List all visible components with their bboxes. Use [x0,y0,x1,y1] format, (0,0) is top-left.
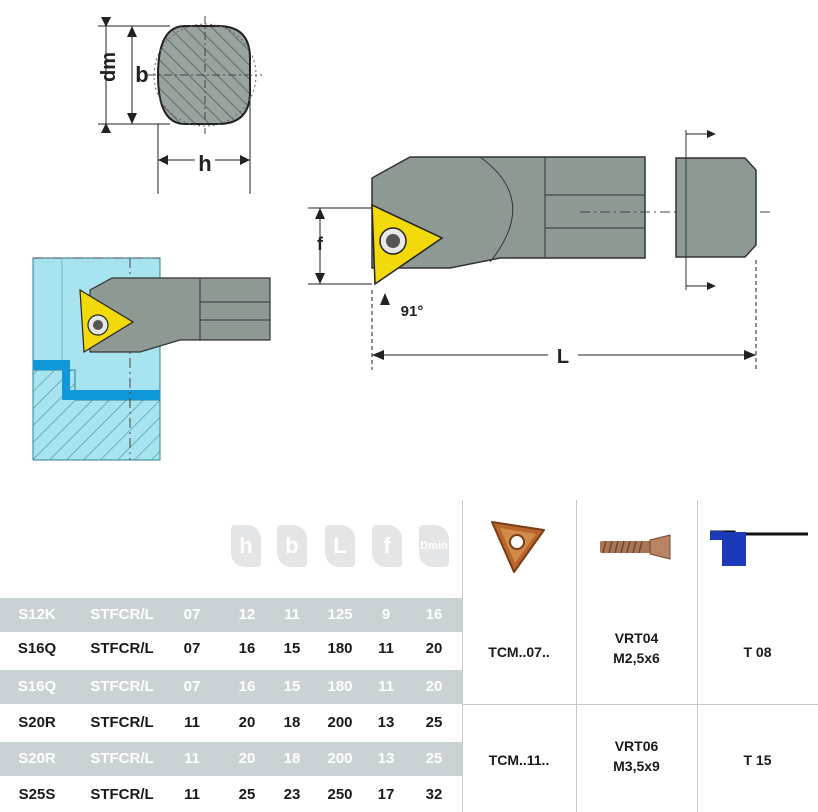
cell-dmin: 20 [425,640,443,657]
column-divider [462,500,463,812]
cell-size: 07 [183,640,201,657]
dm-dimension: dm b [98,17,170,133]
table-row: S20R STFCR/L 11 20 18 200 13 25 [0,706,462,740]
cell-size: 11 [184,714,200,731]
insert-code-2: TCM..11.. [488,752,550,768]
dm-label: dm [98,52,120,82]
screw-code-2-line1: VRT06 [614,738,659,754]
cell-dmin: 25 [425,714,443,731]
cell-f: 13 [377,750,395,767]
screw-code-1-line1: VRT04 [614,630,659,646]
cell-L: 250 [327,786,353,803]
technical-drawing: dm b h f [32,16,770,461]
cell-size: 07 [183,678,201,695]
cell-L: 200 [327,714,353,731]
L-dimension: L [371,260,757,370]
cell-b: 18 [283,714,301,731]
cell-type: STFCR/L [90,786,154,803]
cell-b: 11 [284,606,300,623]
header-f: f [372,525,402,567]
table-row: S16Q STFCR/L 07 16 15 180 11 20 [0,670,462,704]
screw-code-2-line2: M3,5x9 [613,758,660,774]
cell-code: S16Q [17,678,57,695]
angle-label: 91° [401,303,424,320]
f-dimension: f [308,207,372,285]
cell-L: 200 [327,750,353,767]
h-dimension: h [157,92,251,194]
screw-code-1: VRT04 M2,5x6 [576,628,697,668]
bore-workpiece-view [32,257,271,461]
key-code-1: T 08 [743,644,772,660]
cell-h: 16 [238,678,256,695]
f-label: f [317,234,324,254]
screw-icon [600,534,671,560]
cell-dmin: 32 [425,786,443,803]
cell-L: 180 [327,640,353,657]
insert-main [371,203,444,286]
cell-code: S12K [18,606,56,623]
b-label: b [135,62,148,87]
header-b: b [277,525,307,567]
key-icon [710,530,808,566]
cell-type: STFCR/L [90,750,154,767]
cell-size: 11 [184,786,200,803]
key-code-2: T 15 [743,752,772,768]
cell-dmin: 25 [425,750,443,767]
cell-code: S16Q [17,640,57,657]
cell-type: STFCR/L [90,714,154,731]
group-divider [462,704,818,705]
cell-b: 15 [283,640,301,657]
L-label: L [557,346,569,368]
boring-bar-side-view [371,130,770,290]
cell-L: 125 [327,606,353,623]
cell-b: 23 [283,786,301,803]
screw-code-2: VRT06 M3,5x9 [576,736,697,776]
insert-icon [491,521,545,573]
cell-b: 15 [283,678,301,695]
cell-dmin: 16 [425,606,443,623]
cell-L: 180 [327,678,353,695]
cell-type: STFCR/L [90,640,154,657]
screw-code-1-line2: M2,5x6 [613,650,660,666]
table-row: S16Q STFCR/L 07 16 15 180 11 20 [0,632,462,666]
cell-code: S25S [18,786,56,803]
cell-dmin: 20 [425,678,443,695]
cell-type: STFCR/L [90,606,154,623]
shank-cross-section [148,16,262,134]
insert-code-1: TCM..07.. [488,644,550,660]
header-h: h [231,525,261,567]
table-row: S12K STFCR/L 07 12 11 125 9 16 [0,598,462,632]
table-row: S25S STFCR/L 11 25 23 250 17 32 [0,778,462,812]
cell-h: 16 [238,640,256,657]
cell-f: 11 [378,640,394,657]
column-divider [576,500,577,812]
cell-size: 11 [184,750,200,767]
table-row: S20R STFCR/L 11 20 18 200 13 25 [0,742,462,776]
cell-f: 17 [377,786,395,803]
cell-h: 20 [238,750,256,767]
cell-f: 13 [377,714,395,731]
h-label: h [198,151,211,176]
cell-h: 20 [238,714,256,731]
cell-f: 9 [381,606,391,623]
cell-code: S20R [18,750,56,767]
cell-size: 07 [183,606,201,623]
cell-h: 25 [238,786,256,803]
cell-b: 18 [283,750,301,767]
cell-h: 12 [238,606,256,623]
header-L: L [325,525,355,567]
header-dmin: Dmin [419,525,449,567]
cell-f: 11 [378,678,394,695]
column-divider [697,500,698,812]
cell-type: STFCR/L [90,678,154,695]
angle-dimension: 91° [380,293,423,320]
cell-code: S20R [18,714,56,731]
